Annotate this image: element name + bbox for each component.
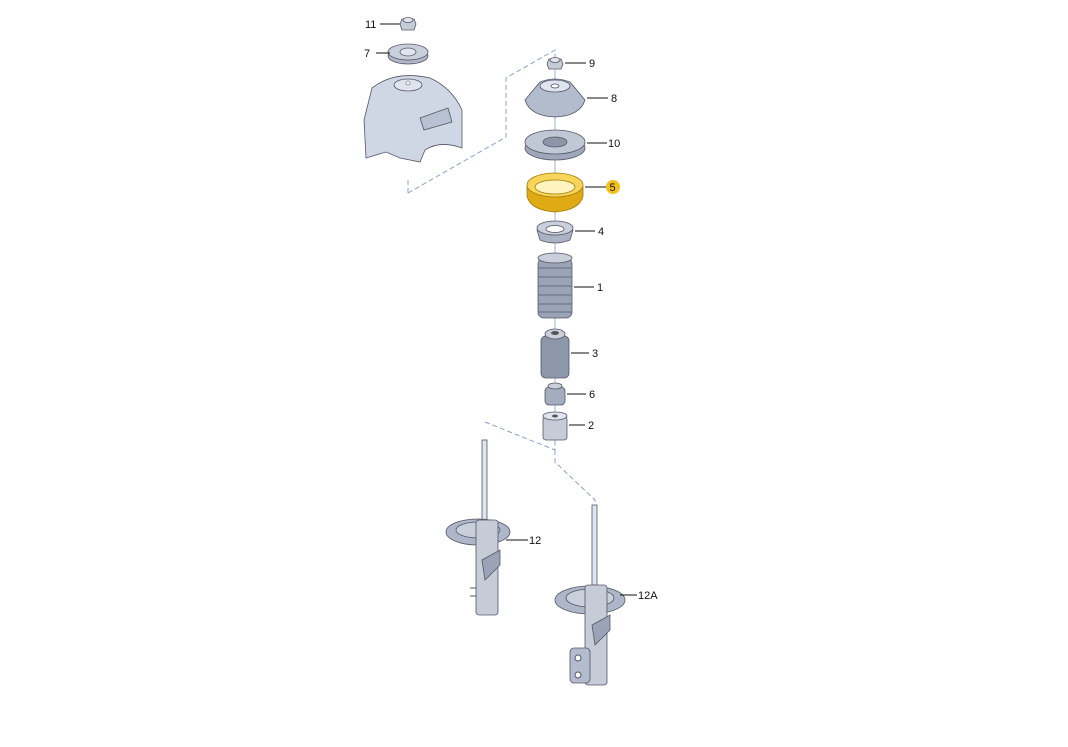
callout-12[interactable]: 12 (506, 535, 541, 547)
highlight-badge (606, 180, 620, 194)
svg-text:4: 4 (598, 226, 604, 238)
callout-3[interactable]: 3 (571, 348, 598, 360)
callout-12a[interactable]: 12A (620, 590, 658, 602)
callout-9[interactable]: 9 (565, 58, 595, 70)
assembly-line-top (407, 49, 556, 194)
part-5-ring[interactable] (526, 172, 584, 213)
callout-6[interactable]: 6 (567, 389, 595, 401)
part-3-bump-stop[interactable] (540, 328, 570, 379)
part-2-cap[interactable] (542, 411, 568, 441)
callout-1[interactable]: 1 (574, 282, 603, 294)
part-12-shock-absorber[interactable] (445, 439, 511, 616)
svg-text:5: 5 (610, 182, 616, 194)
callout-5[interactable]: 5 (585, 180, 620, 194)
svg-text:12A: 12A (638, 590, 658, 602)
callout-10[interactable]: 10 (587, 138, 620, 150)
svg-text:7: 7 (364, 48, 370, 60)
svg-text:2: 2 (588, 420, 594, 432)
svg-text:11: 11 (365, 19, 376, 31)
svg-text:6: 6 (589, 389, 595, 401)
part-1-protective-boot[interactable] (537, 252, 573, 319)
part-11-nut[interactable] (399, 17, 417, 31)
callout-11[interactable]: 11 (365, 19, 400, 31)
part-9-nut[interactable] (546, 57, 564, 70)
svg-text:12: 12 (529, 535, 541, 547)
part-7-washer[interactable] (387, 43, 429, 65)
part-4-bearing-ring[interactable] (536, 220, 574, 244)
callout-7[interactable]: 7 (364, 48, 390, 60)
part-12a-shock-absorber[interactable] (554, 504, 626, 686)
assembly-line-bottom (484, 421, 596, 505)
svg-text:9: 9 (589, 58, 595, 70)
part-10-bearing[interactable] (524, 129, 586, 161)
svg-text:8: 8 (611, 93, 617, 105)
part-6-bump-stop-small[interactable] (544, 382, 566, 406)
callout-4[interactable]: 4 (575, 226, 604, 238)
body-strut-tower (363, 75, 463, 163)
svg-text:10: 10 (608, 138, 620, 150)
part-8-top-mount[interactable] (524, 78, 586, 118)
callout-2[interactable]: 2 (569, 420, 594, 432)
svg-text:1: 1 (597, 282, 603, 294)
callout-8[interactable]: 8 (587, 93, 617, 105)
svg-text:3: 3 (592, 348, 598, 360)
